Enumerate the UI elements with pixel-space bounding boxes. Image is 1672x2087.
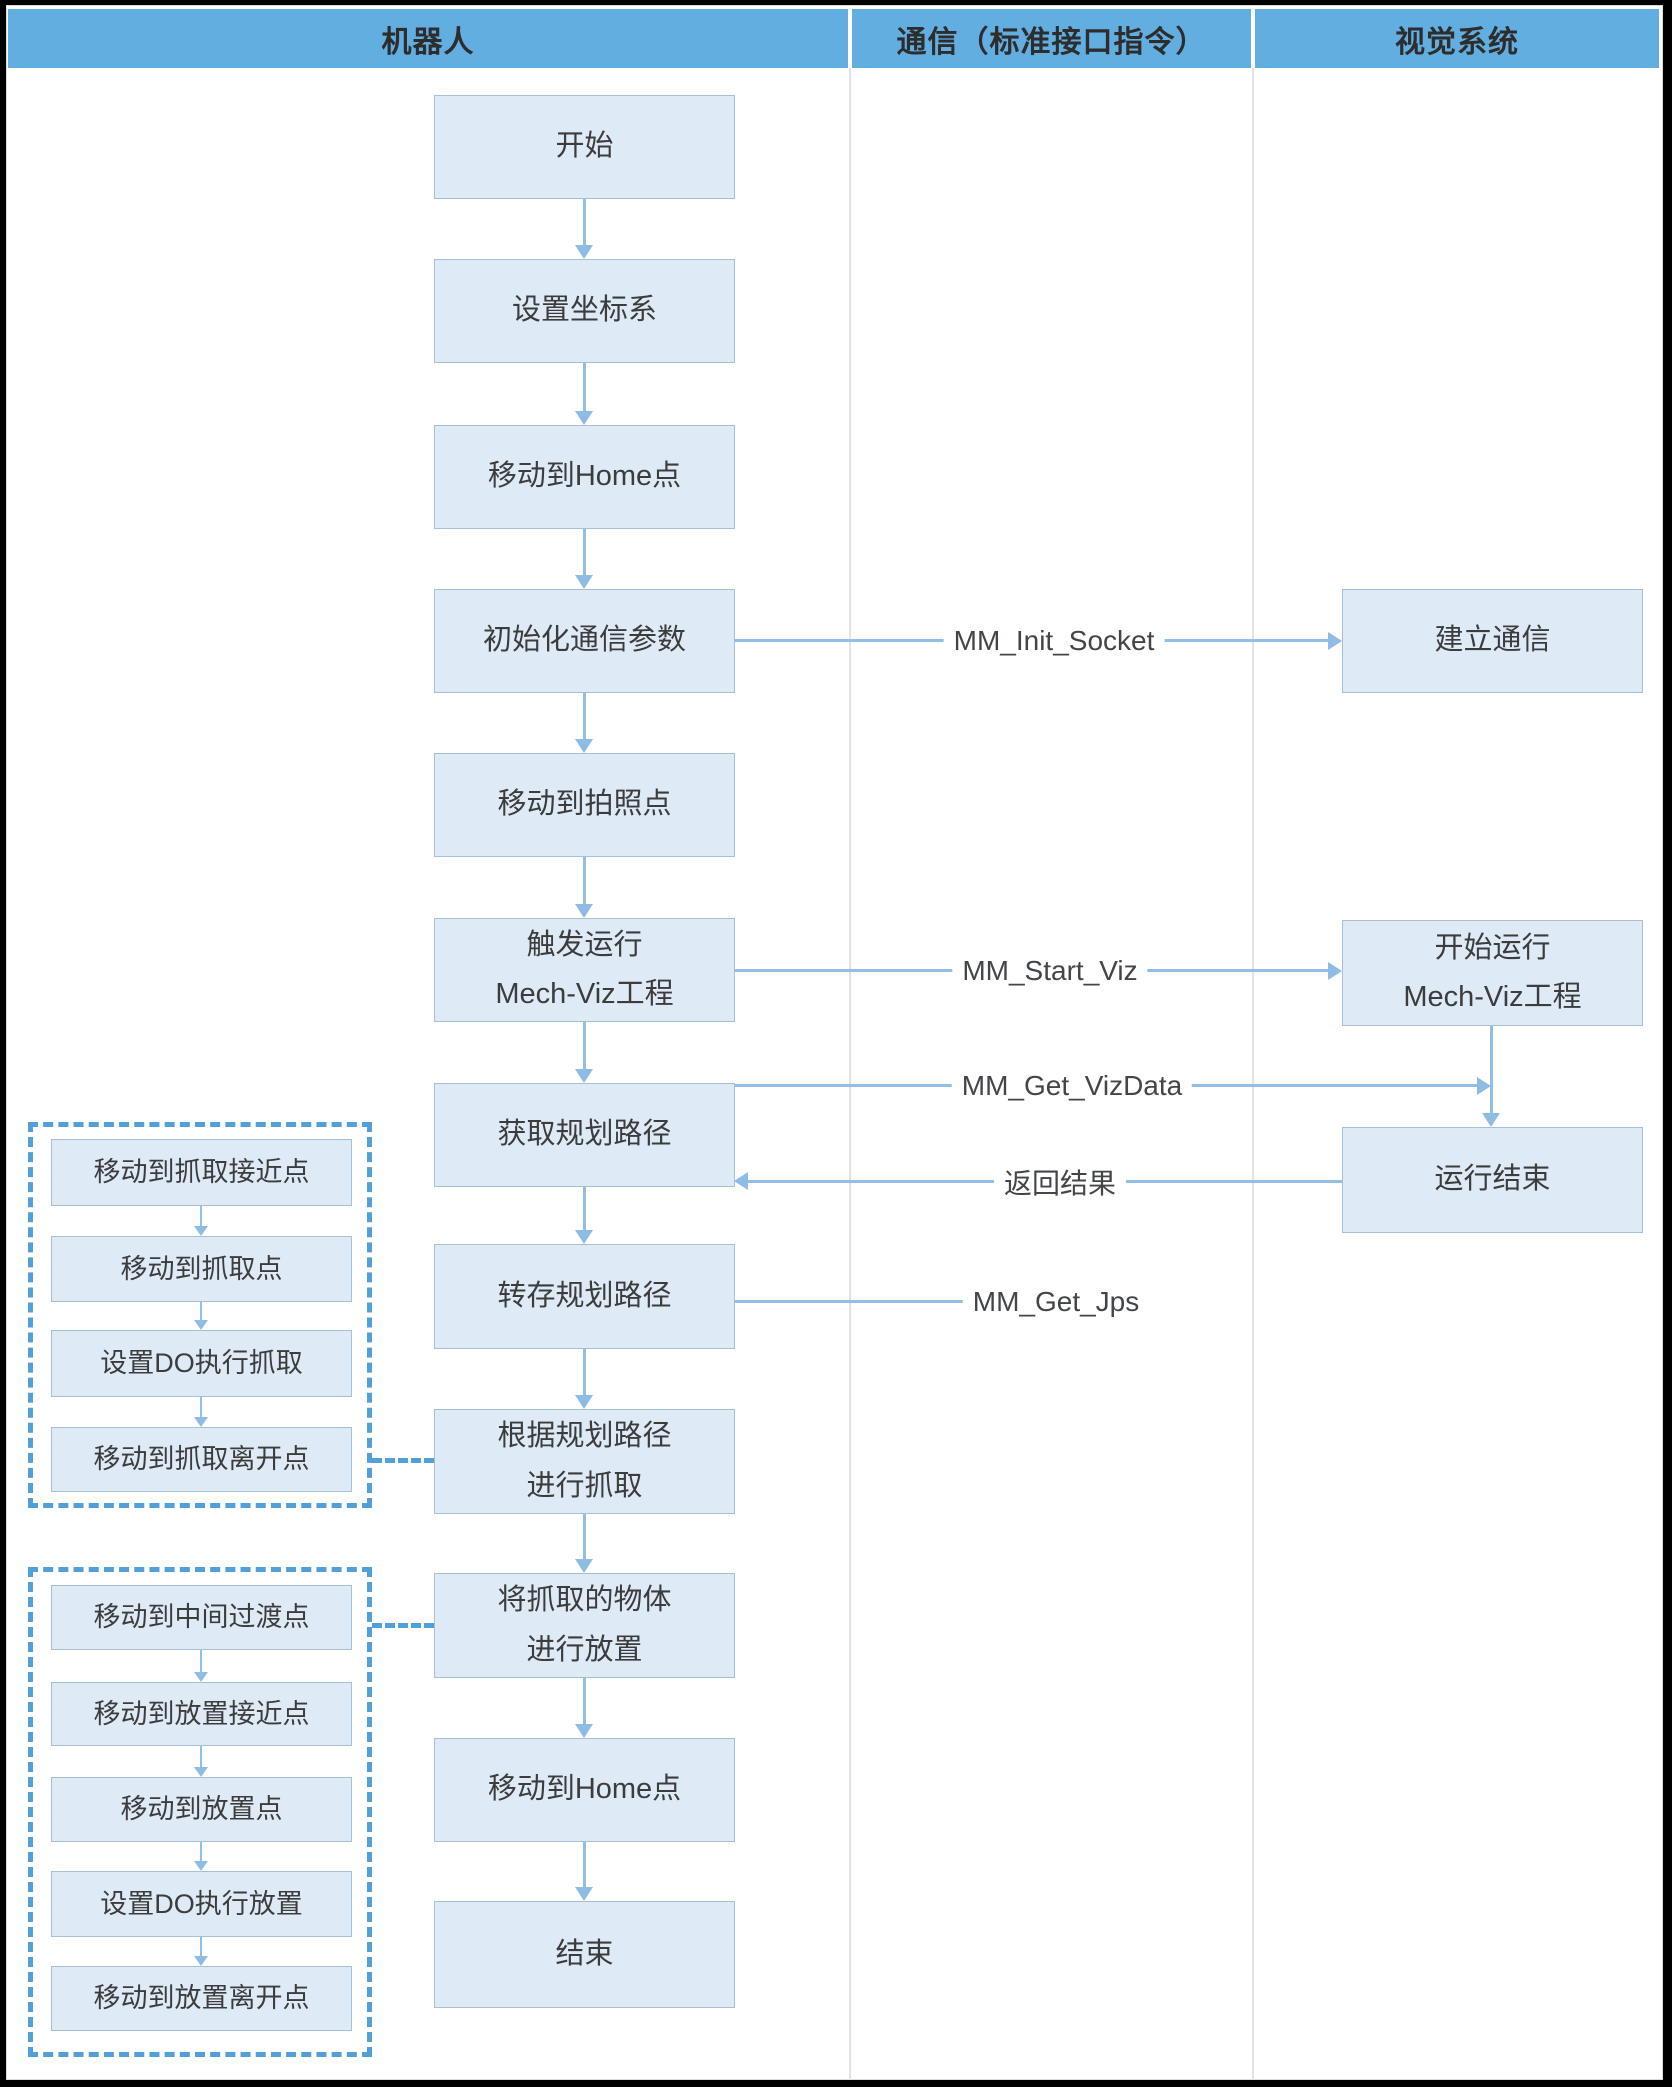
place-sequence-group bbox=[28, 1567, 372, 2057]
flow-step-move-home-1: 移动到Home点 bbox=[434, 425, 735, 529]
lane-header-robot-label: 机器人 bbox=[381, 25, 475, 59]
arrow-head-3 bbox=[575, 575, 593, 589]
grab-arrow-line-1 bbox=[200, 1206, 202, 1226]
flow-step-move-home-2: 移动到Home点 bbox=[434, 1738, 735, 1842]
arrow-head-return-result bbox=[734, 1172, 748, 1190]
place-arrow-head-1 bbox=[194, 1672, 208, 1682]
grab-arrow-head-2 bbox=[194, 1320, 208, 1330]
message-mm-init-socket: MM_Init_Socket bbox=[943, 623, 1165, 659]
arrow-head-11 bbox=[575, 1887, 593, 1901]
arrow-line-mm-get-jps bbox=[734, 1300, 964, 1303]
flow-step-grab-by-path: 根据规划路径 进行抓取 bbox=[434, 1409, 735, 1514]
flow-step-start: 开始 bbox=[434, 95, 735, 199]
place-step-place-point: 移动到放置点 bbox=[51, 1777, 352, 1842]
grab-sequence-group bbox=[28, 1122, 372, 1508]
arrow-line-4 bbox=[583, 693, 586, 739]
arrow-head-mm-get-vizdata bbox=[1477, 1077, 1491, 1095]
grab-step-leave-point: 移动到抓取离开点 bbox=[51, 1427, 352, 1492]
frame-bottom bbox=[0, 2080, 1672, 2087]
arrow-line-6 bbox=[583, 1022, 586, 1069]
lane-divider-2 bbox=[1252, 68, 1254, 2080]
lane-header-vision: 视觉系统 bbox=[1255, 9, 1659, 68]
vision-step-establish-communication: 建立通信 bbox=[1342, 589, 1643, 693]
grab-step-grab-point: 移动到抓取点 bbox=[51, 1236, 352, 1302]
place-arrow-head-2 bbox=[194, 1767, 208, 1777]
arrow-line-10 bbox=[583, 1678, 586, 1724]
arrow-head-2 bbox=[575, 411, 593, 425]
place-arrow-line-3 bbox=[200, 1842, 202, 1861]
flow-step-store-planned-path: 转存规划路径 bbox=[434, 1244, 735, 1349]
arrow-line-5 bbox=[583, 857, 586, 904]
arrow-head-5 bbox=[575, 904, 593, 918]
grab-arrow-head-1 bbox=[194, 1226, 208, 1236]
lane-header-communication: 通信（标准接口指令） bbox=[852, 9, 1251, 68]
arrow-line-1 bbox=[583, 199, 586, 245]
grab-step-set-do-grab: 设置DO执行抓取 bbox=[51, 1330, 352, 1397]
flow-step-place-object: 将抓取的物体 进行放置 bbox=[434, 1573, 735, 1678]
vision-step-run-finished: 运行结束 bbox=[1342, 1127, 1643, 1233]
grab-arrow-line-2 bbox=[200, 1302, 202, 1320]
message-mm-start-viz: MM_Start_Viz bbox=[952, 953, 1148, 989]
frame-left bbox=[0, 0, 6, 2087]
place-step-set-do-place: 设置DO执行放置 bbox=[51, 1871, 352, 1937]
vision-step-start-mechviz: 开始运行 Mech-Viz工程 bbox=[1342, 920, 1643, 1026]
place-arrow-head-4 bbox=[194, 1956, 208, 1966]
flow-step-end: 结束 bbox=[434, 1901, 735, 2008]
arrow-head-viz-finish bbox=[1482, 1113, 1500, 1127]
message-mm-get-jps: MM_Get_Jps bbox=[962, 1284, 1150, 1320]
arrow-head-9 bbox=[575, 1559, 593, 1573]
grab-arrow-head-3 bbox=[194, 1417, 208, 1427]
arrow-head-7 bbox=[575, 1230, 593, 1244]
flow-step-set-coordinate-system: 设置坐标系 bbox=[434, 259, 735, 363]
grab-step-approach-point: 移动到抓取接近点 bbox=[51, 1139, 352, 1206]
arrow-line-2 bbox=[583, 363, 586, 411]
lane-header-robot: 机器人 bbox=[8, 9, 848, 68]
place-group-connector bbox=[372, 1623, 434, 1628]
flow-step-trigger-mechviz: 触发运行 Mech-Viz工程 bbox=[434, 918, 735, 1022]
message-return-result: 返回结果 bbox=[993, 1160, 1127, 1204]
arrow-line-8 bbox=[583, 1349, 586, 1395]
arrow-head-10 bbox=[575, 1724, 593, 1738]
frame-right bbox=[1663, 0, 1672, 2087]
arrow-line-9 bbox=[583, 1514, 586, 1559]
frame-top bbox=[0, 0, 1672, 5]
lane-header-vision-label: 视觉系统 bbox=[1395, 25, 1519, 59]
arrow-head-mm-init-socket bbox=[1328, 632, 1342, 650]
message-mm-get-vizdata: MM_Get_VizData bbox=[951, 1068, 1193, 1104]
place-step-middle-point: 移动到中间过渡点 bbox=[51, 1585, 352, 1650]
grab-group-connector bbox=[372, 1458, 434, 1463]
arrow-head-mm-start-viz bbox=[1328, 962, 1342, 980]
lane-header-communication-label: 通信（标准接口指令） bbox=[896, 25, 1207, 59]
place-arrow-line-1 bbox=[200, 1650, 202, 1672]
place-arrow-line-2 bbox=[200, 1746, 202, 1767]
arrow-head-8 bbox=[575, 1395, 593, 1409]
arrow-line-11 bbox=[583, 1842, 586, 1887]
grab-arrow-line-3 bbox=[200, 1397, 202, 1417]
arrow-line-viz-finish bbox=[1490, 1026, 1493, 1113]
flow-step-init-communication: 初始化通信参数 bbox=[434, 589, 735, 693]
arrow-head-4 bbox=[575, 739, 593, 753]
arrow-line-3 bbox=[583, 529, 586, 575]
flow-step-move-capture-point: 移动到拍照点 bbox=[434, 753, 735, 857]
arrow-head-6 bbox=[575, 1069, 593, 1083]
flow-step-get-planned-path: 获取规划路径 bbox=[434, 1083, 735, 1187]
arrow-line-7 bbox=[583, 1187, 586, 1230]
lane-divider-1 bbox=[849, 68, 851, 2080]
arrow-head-1 bbox=[575, 245, 593, 259]
place-arrow-head-3 bbox=[194, 1861, 208, 1871]
place-arrow-line-4 bbox=[200, 1937, 202, 1956]
place-step-approach-point: 移动到放置接近点 bbox=[51, 1682, 352, 1746]
place-step-leave-point: 移动到放置离开点 bbox=[51, 1966, 352, 2031]
